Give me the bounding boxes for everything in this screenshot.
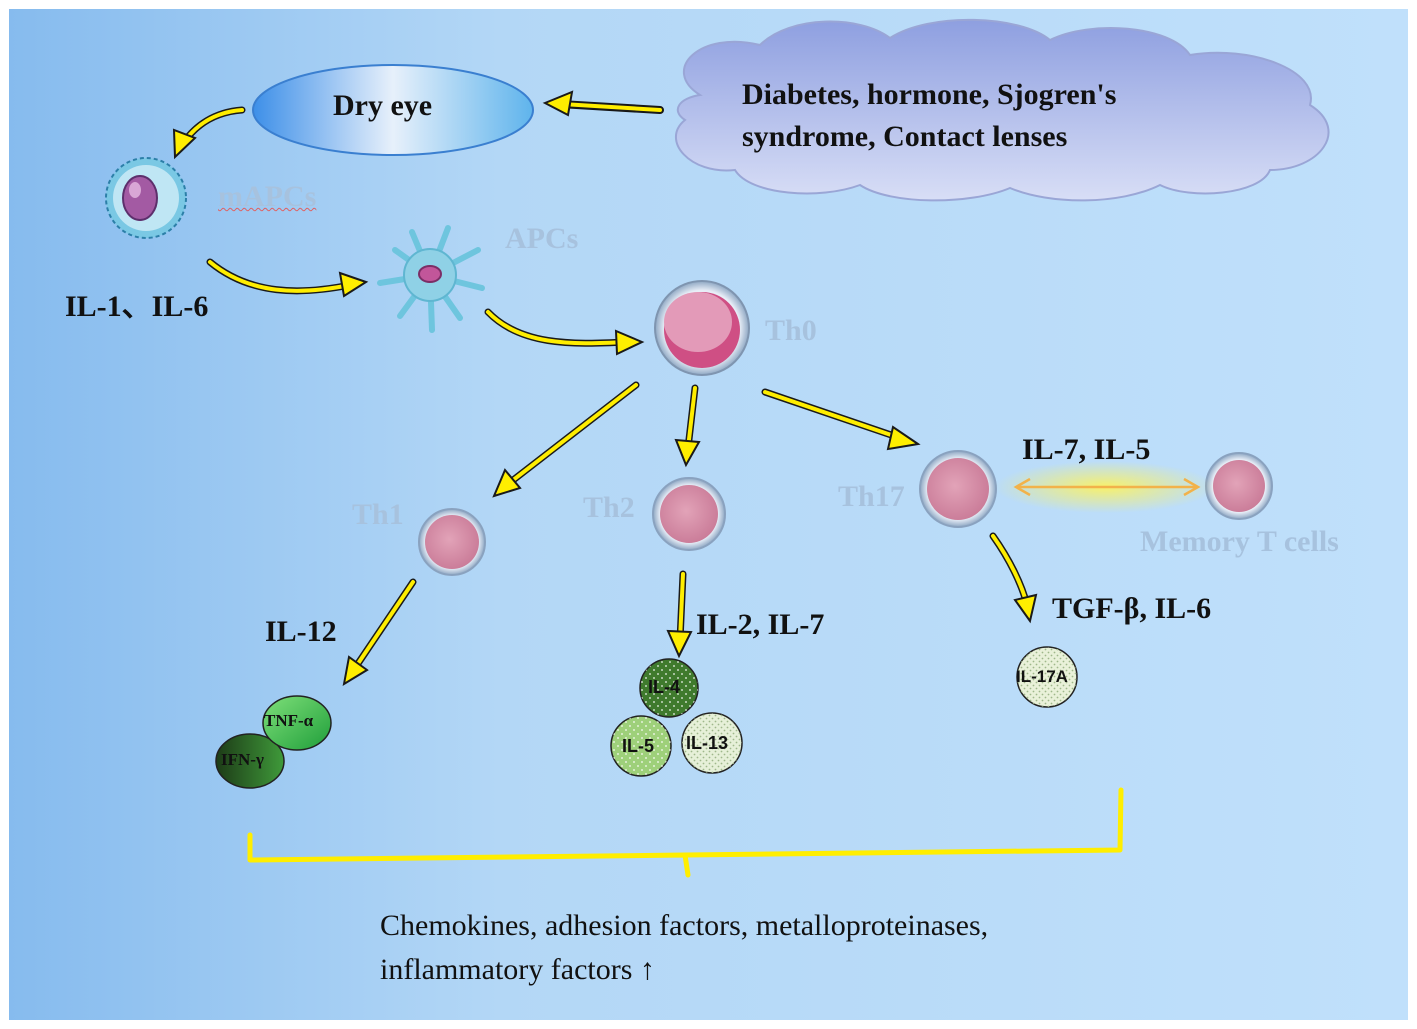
- tnf-alpha-cytokine: [262, 695, 332, 751]
- th1-cell: [418, 508, 486, 576]
- causes-cloud: [674, 18, 1330, 202]
- th2-cell: [652, 477, 726, 551]
- dry-eye-label: Dry eye: [333, 89, 433, 122]
- tgfb-il6-label: TGF-β, IL-6: [1052, 592, 1212, 625]
- dry-eye-ellipse: [252, 64, 534, 156]
- il13-label: IL-13: [686, 733, 729, 753]
- mapc-cell: [105, 157, 187, 239]
- il4-cytokine: [639, 658, 699, 718]
- causes-text: Diabetes, hormone, Sjogren's syndrome, C…: [742, 78, 1117, 153]
- th0-label: Th0: [765, 314, 817, 347]
- il17a-cytokine: [1016, 646, 1078, 708]
- th0-cell: [654, 280, 750, 376]
- memory-t-cell: [1205, 452, 1273, 520]
- th17-label: Th17: [838, 480, 905, 513]
- il17a-label: IL-17A: [1016, 667, 1068, 686]
- outcome-line-2: inflammatory factors ↑: [380, 953, 655, 986]
- tnf-alpha-label: TNF-α: [264, 711, 314, 730]
- il12-label: IL-12: [265, 615, 337, 648]
- il13-cytokine: [681, 712, 743, 774]
- il1-il6-label: IL-1、IL-6: [65, 290, 209, 323]
- outcome-line-1: Chemokines, adhesion factors, metallopro…: [380, 909, 989, 942]
- mapcs-label: mAPCs: [218, 180, 317, 213]
- apc-cell: [377, 225, 485, 333]
- il7-il5-label: IL-7, IL-5: [1022, 433, 1151, 466]
- th2-label: Th2: [583, 491, 635, 524]
- th17-memory-arrow: [995, 461, 1215, 513]
- il4-label: IL-4: [648, 677, 681, 697]
- memory-t-cells-label: Memory T cells: [1140, 525, 1339, 558]
- ifn-gamma-label: IFN-γ: [221, 750, 264, 769]
- il5-label: IL-5: [622, 736, 655, 756]
- th1-label: Th1: [352, 498, 404, 531]
- il5-cytokine: [610, 715, 672, 777]
- th17-cell: [919, 450, 997, 528]
- ifn-gamma-cytokine: [215, 733, 285, 789]
- il2-il7-label: IL-2, IL-7: [696, 608, 825, 641]
- arrows: [172, 90, 1038, 687]
- apcs-label: APCs: [505, 222, 579, 255]
- summary-brace: [247, 787, 1124, 878]
